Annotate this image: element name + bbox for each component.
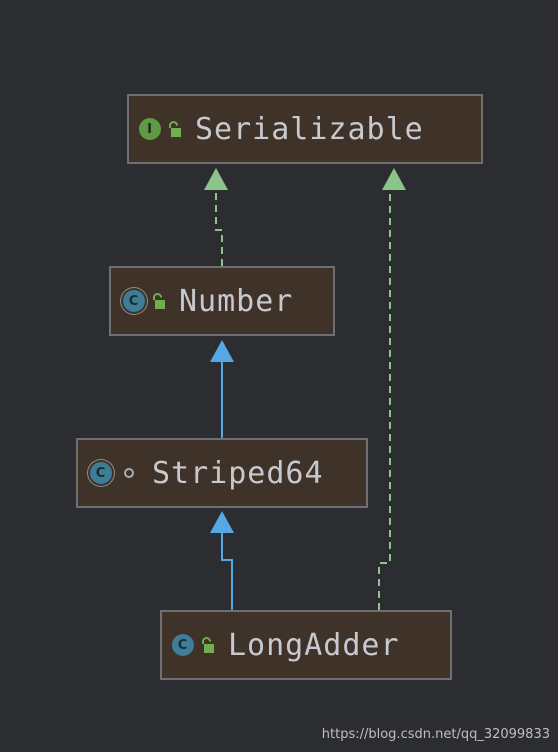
node-label: Number: [179, 283, 294, 319]
node-longadder[interactable]: C LongAdder: [160, 610, 452, 680]
edge-striped64-extends-number: [210, 340, 234, 438]
node-label: Striped64: [152, 455, 324, 491]
public-lock-icon: [151, 293, 165, 309]
abstract-class-icon: C: [90, 462, 112, 484]
node-serializable[interactable]: I Serializable: [127, 94, 483, 164]
edge-number-implements-serializable: [204, 168, 228, 266]
implements-arrowhead: [204, 168, 228, 190]
class-icon: C: [172, 634, 194, 656]
node-label: LongAdder: [228, 627, 400, 663]
package-private-icon: [124, 468, 134, 478]
node-label: Serializable: [195, 111, 424, 147]
public-lock-icon: [167, 121, 181, 137]
extends-arrowhead: [210, 511, 234, 533]
implements-arrowhead: [382, 168, 406, 190]
abstract-class-icon: C: [123, 290, 145, 312]
edge-longadder-implements-serializable: [378, 168, 406, 610]
watermark-text: https://blog.csdn.net/qq_32099833: [321, 727, 550, 742]
node-striped64[interactable]: C Striped64: [76, 438, 368, 508]
node-number[interactable]: C Number: [109, 266, 335, 336]
public-lock-icon: [200, 637, 214, 653]
extends-arrowhead: [210, 340, 234, 362]
edge-longadder-extends-striped64: [210, 511, 234, 610]
interface-icon: I: [139, 118, 161, 140]
